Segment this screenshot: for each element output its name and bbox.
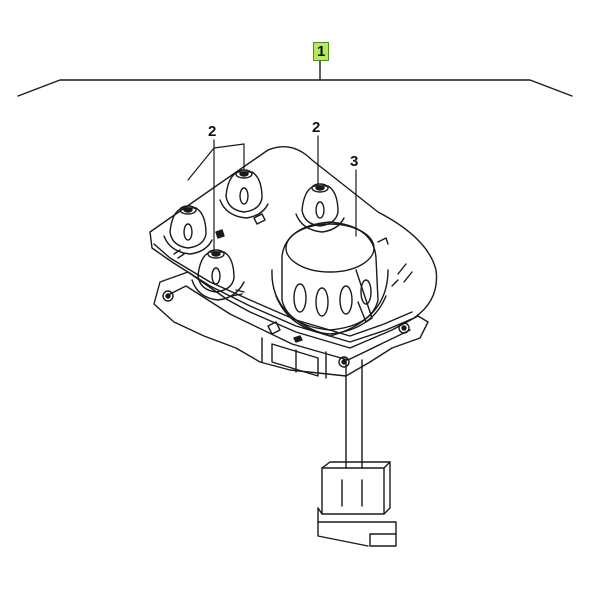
leader-lines [187, 135, 357, 253]
cable-connector [317, 359, 397, 547]
callout-small-knob-top: 2 [312, 119, 321, 136]
small-knob-left [163, 205, 213, 255]
large-knob [271, 221, 389, 337]
control-plate [149, 146, 438, 343]
screw-icon [162, 290, 174, 302]
assembly-bracket [17, 59, 573, 97]
callout-large-knob: 3 [350, 153, 359, 170]
callout-assembly: 1 [313, 42, 330, 61]
callout-small-knob: 2 [208, 123, 217, 140]
small-knob-top-left [219, 169, 269, 219]
small-knob-lower [191, 249, 245, 301]
housing-frame [153, 271, 429, 379]
